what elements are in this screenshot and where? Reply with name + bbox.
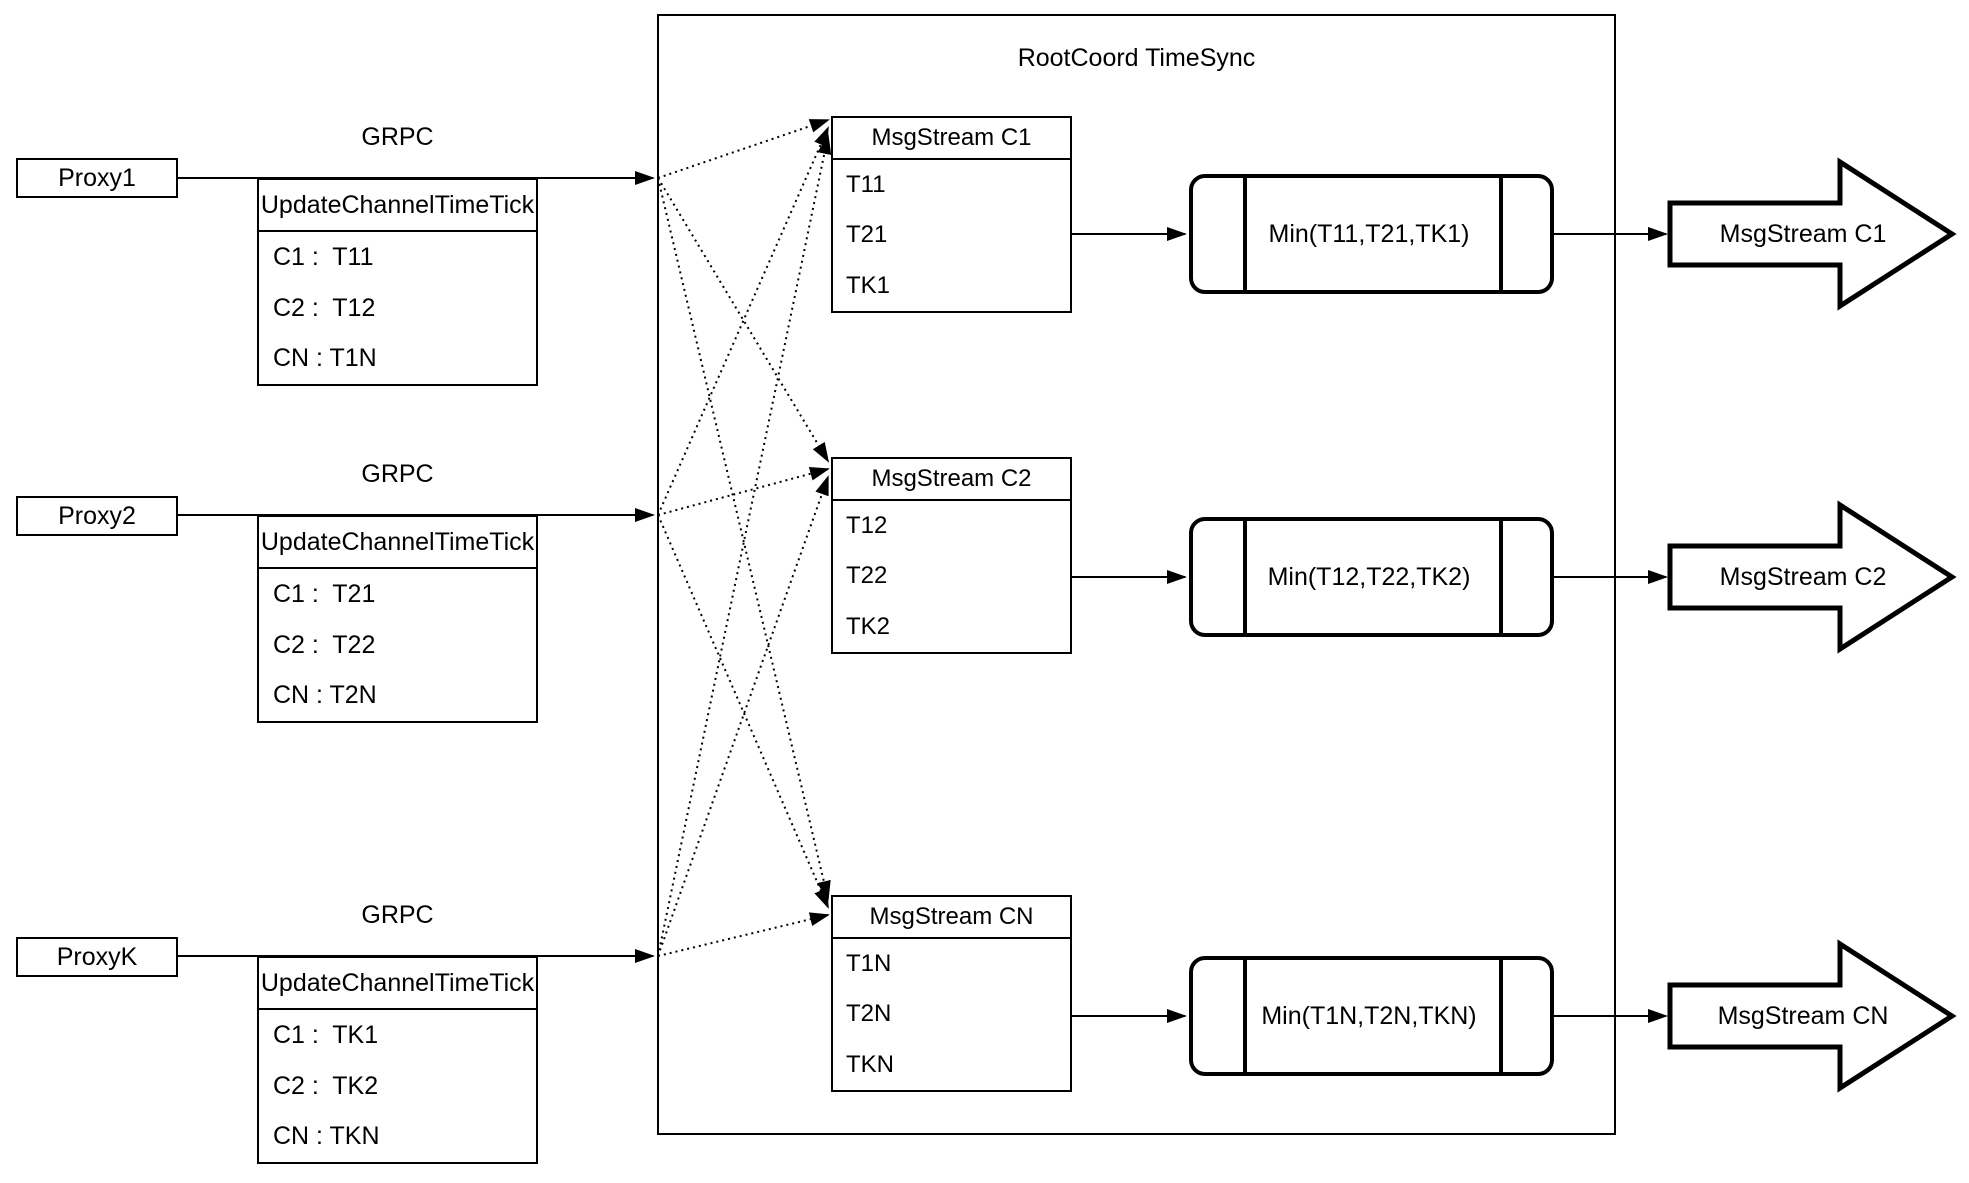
proxy2-box: Proxy2 [16, 496, 178, 536]
min-box-row3: Min(T1N,T2N,TKN) [1189, 956, 1554, 1076]
msgstream-cn-table-header: MsgStream CN [833, 897, 1070, 939]
grpc-label-row1: GRPC [361, 122, 434, 151]
min-label-row1: Min(T11,T21,TK1) [1268, 219, 1470, 248]
stream-table-cell: T12 [846, 512, 888, 540]
min-box-right-divider [1499, 178, 1503, 290]
stream-table-cell: T21 [846, 221, 888, 249]
update-table-cell: CN : T2N [273, 681, 377, 710]
update-table-cell: C1 : T11 [273, 242, 374, 271]
proxyk-label: ProxyK [56, 942, 138, 971]
min-label-row2: Min(T12,T22,TK2) [1267, 562, 1471, 591]
block-arrow-msgstream-c1 [1667, 157, 1957, 311]
msgstream-cn-table: MsgStream CN T1N T2N TKN [831, 895, 1072, 1092]
update-channel-timetick-table-row3: UpdateChannelTimeTick C1 : TK1 C2 : TK2 … [257, 956, 538, 1164]
grpc-label-row3: GRPC [361, 900, 434, 929]
proxy2-label: Proxy2 [58, 501, 136, 530]
dotted-fanout-arrows [657, 119, 832, 957]
output-block-arrows [1667, 157, 1957, 1093]
stream-table-cell: T2N [846, 1000, 892, 1028]
proxy1-box: Proxy1 [16, 158, 178, 198]
block-arrow-msgstream-cn [1667, 939, 1957, 1093]
update-table-cell: CN : TKN [273, 1122, 380, 1151]
proxyk-box: ProxyK [16, 937, 178, 977]
min-box-row2: Min(T12,T22,TK2) [1189, 517, 1554, 637]
stream-table-cell: TK2 [846, 612, 891, 640]
output-arrow-label-c2: MsgStream C2 [1719, 562, 1887, 591]
proxy1-label: Proxy1 [58, 163, 136, 192]
update-table-cell: C2 : TK2 [273, 1071, 379, 1100]
min-to-output-arrows [1554, 227, 1668, 1023]
grpc-label-row2: GRPC [361, 459, 434, 488]
block-arrow-msgstream-c2 [1667, 500, 1957, 654]
update-table-header-row2: UpdateChannelTimeTick [259, 517, 536, 569]
update-table-cell: C2 : T12 [273, 293, 376, 322]
msgstream-c1-table: MsgStream C1 T11 T21 TK1 [831, 116, 1072, 313]
update-channel-timetick-table-row2: UpdateChannelTimeTick C1 : T21 C2 : T22 … [257, 515, 538, 723]
dotted-arrow-proxyk-cn [657, 912, 830, 957]
rootcoord-title: RootCoord TimeSync [1017, 44, 1256, 72]
update-table-cell: C1 : T21 [273, 579, 376, 608]
stream-table-cell: TK1 [846, 271, 891, 299]
dotted-arrow-proxyk-c1 [657, 134, 832, 957]
msgstream-c1-table-header: MsgStream C1 [833, 118, 1070, 160]
update-channel-timetick-table-row1: UpdateChannelTimeTick C1 : T11 C2 : T12 … [257, 178, 538, 386]
min-box-row1: Min(T11,T21,TK1) [1189, 174, 1554, 294]
min-box-right-divider [1499, 960, 1503, 1072]
dotted-arrow-proxy2-c1 [657, 126, 829, 516]
stream-table-cell: TKN [846, 1050, 894, 1078]
msgstream-c2-table-header: MsgStream C2 [833, 459, 1070, 501]
update-table-cell: C1 : TK1 [273, 1020, 379, 1049]
stream-table-cell: T11 [846, 171, 886, 199]
update-table-header-row1: UpdateChannelTimeTick [259, 180, 536, 232]
rootcoord-timesync-box: RootCoord TimeSync [657, 14, 1616, 1135]
stream-table-cell: T22 [846, 562, 888, 590]
min-box-left-divider [1243, 521, 1247, 633]
min-box-right-divider [1499, 521, 1503, 633]
update-table-header-row3: UpdateChannelTimeTick [259, 958, 536, 1010]
output-arrow-label-c1: MsgStream C1 [1719, 219, 1887, 248]
dotted-arrow-proxy1-c2 [657, 177, 830, 463]
min-box-left-divider [1243, 178, 1247, 290]
min-box-left-divider [1243, 960, 1247, 1072]
min-label-row3: Min(T1N,T2N,TKN) [1261, 1001, 1477, 1030]
update-table-cell: C2 : T22 [273, 630, 376, 659]
dotted-arrow-proxyk-c2 [657, 475, 829, 957]
stream-table-cell: T1N [846, 950, 892, 978]
msgstream-c2-table: MsgStream C2 T12 T22 TK2 [831, 457, 1072, 654]
output-arrow-label-cn: MsgStream CN [1717, 1001, 1889, 1030]
update-table-cell: CN : T1N [273, 344, 377, 373]
stream-to-min-arrows [1072, 227, 1187, 1023]
